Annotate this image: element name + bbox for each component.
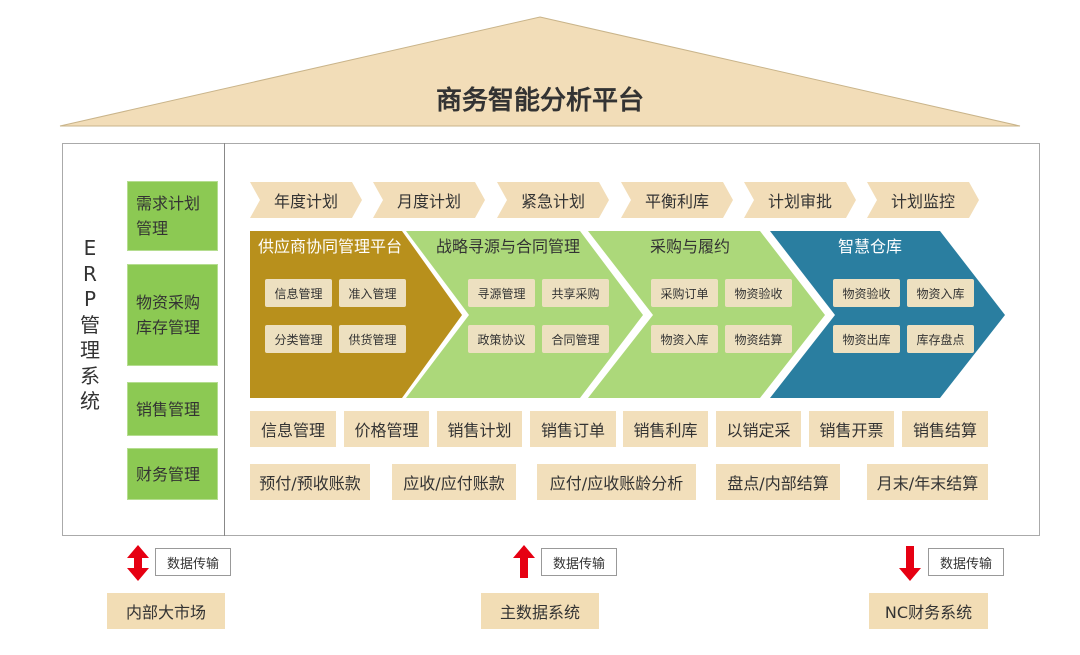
finance-function-box[interactable]: 应收/应付账款 — [392, 464, 516, 500]
erp-label-char: P — [83, 287, 97, 311]
plan-step-chevron — [497, 182, 609, 218]
plan-step-1[interactable]: 年度计划 — [273, 192, 338, 211]
process-segment-chevron — [406, 231, 643, 398]
platform-title: 商务智能分析平台 — [435, 85, 644, 116]
segment-item-box[interactable]: 寻源管理 — [468, 279, 535, 307]
plan-step-chevron — [373, 182, 485, 218]
plan-step-chevron — [250, 182, 362, 218]
process-segment-chevron — [588, 231, 825, 398]
sales-function-box[interactable]: 价格管理 — [344, 411, 429, 447]
process-segment-chevron — [770, 231, 1005, 398]
roof-shape — [59, 16, 1021, 127]
plan-step-chevron — [867, 182, 979, 218]
segment-item-box[interactable]: 准入管理 — [339, 279, 406, 307]
segment-item-box[interactable]: 物资出库 — [833, 325, 900, 353]
plan-step-6[interactable]: 计划监控 — [890, 192, 955, 211]
finance-function-box[interactable]: 盘点/内部结算 — [716, 464, 840, 500]
erp-label-char: 管 — [80, 312, 100, 337]
plan-step-chevron — [621, 182, 733, 218]
segment-item-box[interactable]: 物资结算 — [725, 325, 792, 353]
segment-title: 战略寻源与合同管理 — [435, 237, 580, 256]
erp-label-char: E — [83, 236, 97, 260]
segment-item-box[interactable]: 政策协议 — [468, 325, 535, 353]
finance-function-box[interactable]: 应付/应收账龄分析 — [537, 464, 696, 500]
data-transfer-arrow-icon — [899, 546, 921, 581]
segment-item-box[interactable]: 合同管理 — [542, 325, 609, 353]
erp-label-char: R — [83, 261, 97, 286]
segment-title: 供应商协同管理平台 — [257, 237, 402, 256]
segment-item-box[interactable]: 库存盘点 — [907, 325, 974, 353]
data-transfer-label: 数据传输 — [155, 548, 231, 576]
plan-step-chevron — [744, 182, 856, 218]
segment-item-box[interactable]: 物资验收 — [725, 279, 792, 307]
erp-label-char: 系 — [80, 363, 100, 388]
sales-function-box[interactable]: 销售开票 — [809, 411, 894, 447]
segment-title: 采购与履约 — [649, 237, 730, 256]
sales-function-box[interactable]: 销售订单 — [530, 411, 616, 447]
segment-item-box[interactable]: 共享采购 — [542, 279, 609, 307]
sales-function-box[interactable]: 信息管理 — [250, 411, 336, 447]
erp-label-char: 理 — [80, 338, 100, 362]
segment-item-box[interactable]: 物资验收 — [833, 279, 900, 307]
plan-step-3[interactable]: 紧急计划 — [520, 192, 585, 211]
segment-item-box[interactable]: 物资入库 — [651, 325, 718, 353]
finance-function-box[interactable]: 月末/年末结算 — [867, 464, 988, 500]
erp-module-box[interactable]: 销售管理 — [127, 382, 218, 436]
external-system-box[interactable]: NC财务系统 — [869, 593, 988, 629]
frame-divider — [224, 143, 225, 536]
external-system-box[interactable]: 主数据系统 — [481, 593, 599, 629]
segment-title: 智慧仓库 — [837, 237, 902, 256]
erp-module-box[interactable]: 需求计划管理 — [127, 181, 218, 251]
sales-function-box[interactable]: 销售计划 — [437, 411, 522, 447]
data-transfer-arrow-icon — [127, 545, 149, 581]
segment-item-box[interactable]: 分类管理 — [265, 325, 332, 353]
erp-frame — [62, 143, 1040, 536]
plan-step-5[interactable]: 计划审批 — [767, 192, 832, 211]
data-transfer-label: 数据传输 — [541, 548, 617, 576]
segment-item-box[interactable]: 信息管理 — [265, 279, 332, 307]
plan-step-4[interactable]: 平衡利库 — [644, 192, 709, 211]
erp-module-box[interactable]: 物资采购库存管理 — [127, 264, 218, 366]
segment-item-box[interactable]: 物资入库 — [907, 279, 974, 307]
data-transfer-label: 数据传输 — [928, 548, 1004, 576]
segment-item-box[interactable]: 供货管理 — [339, 325, 406, 353]
sales-function-box[interactable]: 销售利库 — [623, 411, 708, 447]
plan-step-2[interactable]: 月度计划 — [396, 192, 461, 211]
sales-function-box[interactable]: 以销定采 — [716, 411, 801, 447]
external-system-box[interactable]: 内部大市场 — [107, 593, 225, 629]
erp-module-box[interactable]: 财务管理 — [127, 448, 218, 500]
data-transfer-arrow-icon — [513, 545, 535, 578]
sales-function-box[interactable]: 销售结算 — [902, 411, 988, 447]
erp-label-char: 统 — [80, 389, 100, 413]
finance-function-box[interactable]: 预付/预收账款 — [250, 464, 370, 500]
segment-item-box[interactable]: 采购订单 — [651, 279, 718, 307]
process-segment-chevron — [250, 231, 462, 398]
